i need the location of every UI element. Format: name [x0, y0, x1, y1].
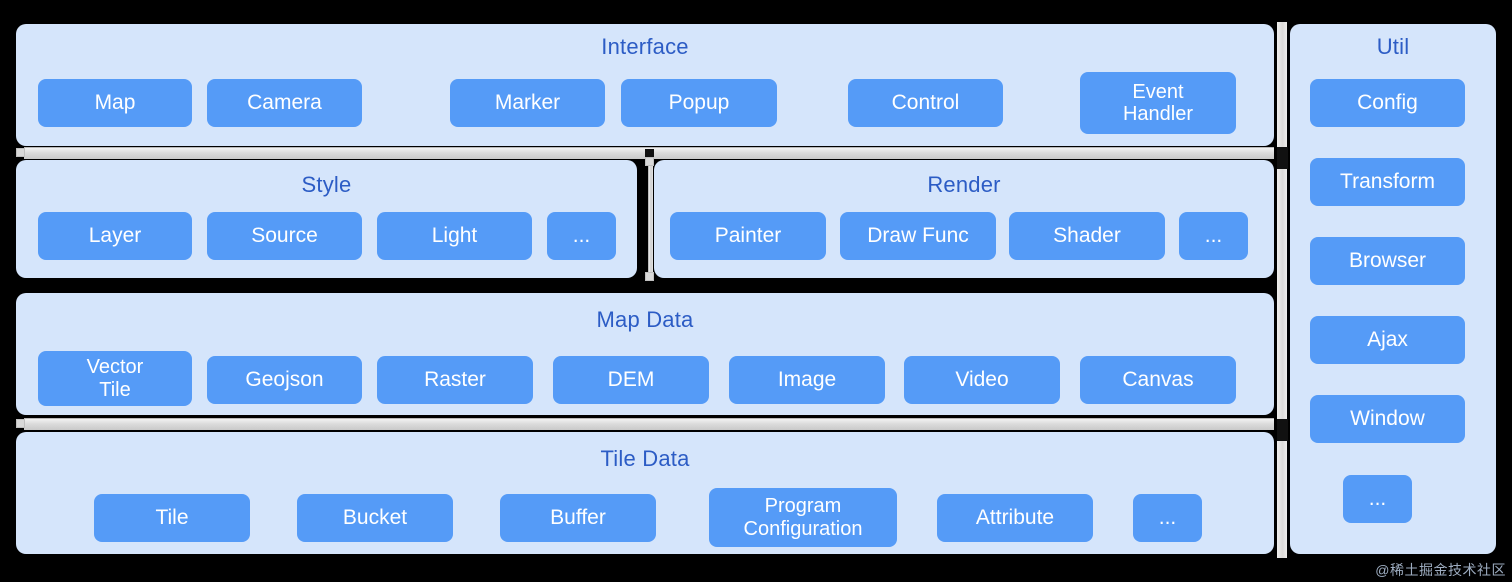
- divider-handle-left[interactable]: [16, 148, 25, 157]
- node-dem[interactable]: DEM: [553, 356, 709, 404]
- node-image[interactable]: Image: [729, 356, 885, 404]
- divider-mapdata-handle-left[interactable]: [16, 419, 25, 428]
- node-program-configuration[interactable]: Program Configuration: [709, 488, 897, 547]
- node-ajax[interactable]: Ajax: [1310, 316, 1465, 364]
- divider-style-render-bottom-nub[interactable]: [645, 272, 654, 281]
- divider-main-util-handle[interactable]: [1277, 147, 1288, 169]
- node-map[interactable]: Map: [38, 79, 192, 127]
- node-canvas[interactable]: Canvas: [1080, 356, 1236, 404]
- divider-style-render-top-nub[interactable]: [645, 157, 654, 166]
- divider-style-render[interactable]: [648, 162, 653, 276]
- node-shader[interactable]: Shader: [1009, 212, 1165, 260]
- node-event-handler[interactable]: Event Handler: [1080, 72, 1236, 134]
- node-video[interactable]: Video: [904, 356, 1060, 404]
- panel-title-interface: Interface: [601, 34, 689, 59]
- node-layer[interactable]: Layer: [38, 212, 192, 260]
- node-util-more[interactable]: ...: [1343, 475, 1412, 523]
- node-painter[interactable]: Painter: [670, 212, 826, 260]
- node-window[interactable]: Window: [1310, 395, 1465, 443]
- node-source[interactable]: Source: [207, 212, 362, 260]
- node-tile-data-more[interactable]: ...: [1133, 494, 1202, 542]
- node-config[interactable]: Config: [1310, 79, 1465, 127]
- panel-render: Render Painter Draw Func Shader ...: [654, 160, 1274, 278]
- node-marker[interactable]: Marker: [450, 79, 605, 127]
- panel-util: Util Config Transform Browser Ajax Windo…: [1290, 24, 1496, 554]
- panel-map-data: Map Data Vector Tile Geojson Raster DEM …: [16, 293, 1274, 415]
- node-camera[interactable]: Camera: [207, 79, 362, 127]
- node-popup[interactable]: Popup: [621, 79, 777, 127]
- node-style-more[interactable]: ...: [547, 212, 616, 260]
- node-vector-tile[interactable]: Vector Tile: [38, 351, 192, 406]
- node-attribute[interactable]: Attribute: [937, 494, 1093, 542]
- watermark: @稀土掘金技术社区: [1375, 562, 1506, 578]
- panel-interface: Interface Map Camera Marker Popup Contro…: [16, 24, 1274, 146]
- divider-handle-center[interactable]: [645, 149, 654, 162]
- node-transform[interactable]: Transform: [1310, 158, 1465, 206]
- divider-main-util[interactable]: [1277, 22, 1287, 558]
- panel-title-render: Render: [927, 172, 1001, 197]
- node-control[interactable]: Control: [848, 79, 1003, 127]
- node-draw-func[interactable]: Draw Func: [840, 212, 996, 260]
- node-tile[interactable]: Tile: [94, 494, 250, 542]
- node-raster[interactable]: Raster: [377, 356, 533, 404]
- panel-title-style: Style: [301, 172, 352, 197]
- divider-main-util-handle-lower[interactable]: [1277, 419, 1288, 441]
- node-render-more[interactable]: ...: [1179, 212, 1248, 260]
- node-buffer[interactable]: Buffer: [500, 494, 656, 542]
- node-bucket[interactable]: Bucket: [297, 494, 453, 542]
- node-geojson[interactable]: Geojson: [207, 356, 362, 404]
- panel-title-map-data: Map Data: [596, 307, 694, 332]
- node-browser[interactable]: Browser: [1310, 237, 1465, 285]
- node-light[interactable]: Light: [377, 212, 532, 260]
- panel-title-util: Util: [1376, 34, 1410, 59]
- divider-mapdata-tiledata[interactable]: [24, 418, 1274, 430]
- panel-tile-data: Tile Data Tile Bucket Buffer Program Con…: [16, 432, 1274, 554]
- panel-style: Style Layer Source Light ...: [16, 160, 637, 278]
- panel-title-tile-data: Tile Data: [600, 446, 690, 471]
